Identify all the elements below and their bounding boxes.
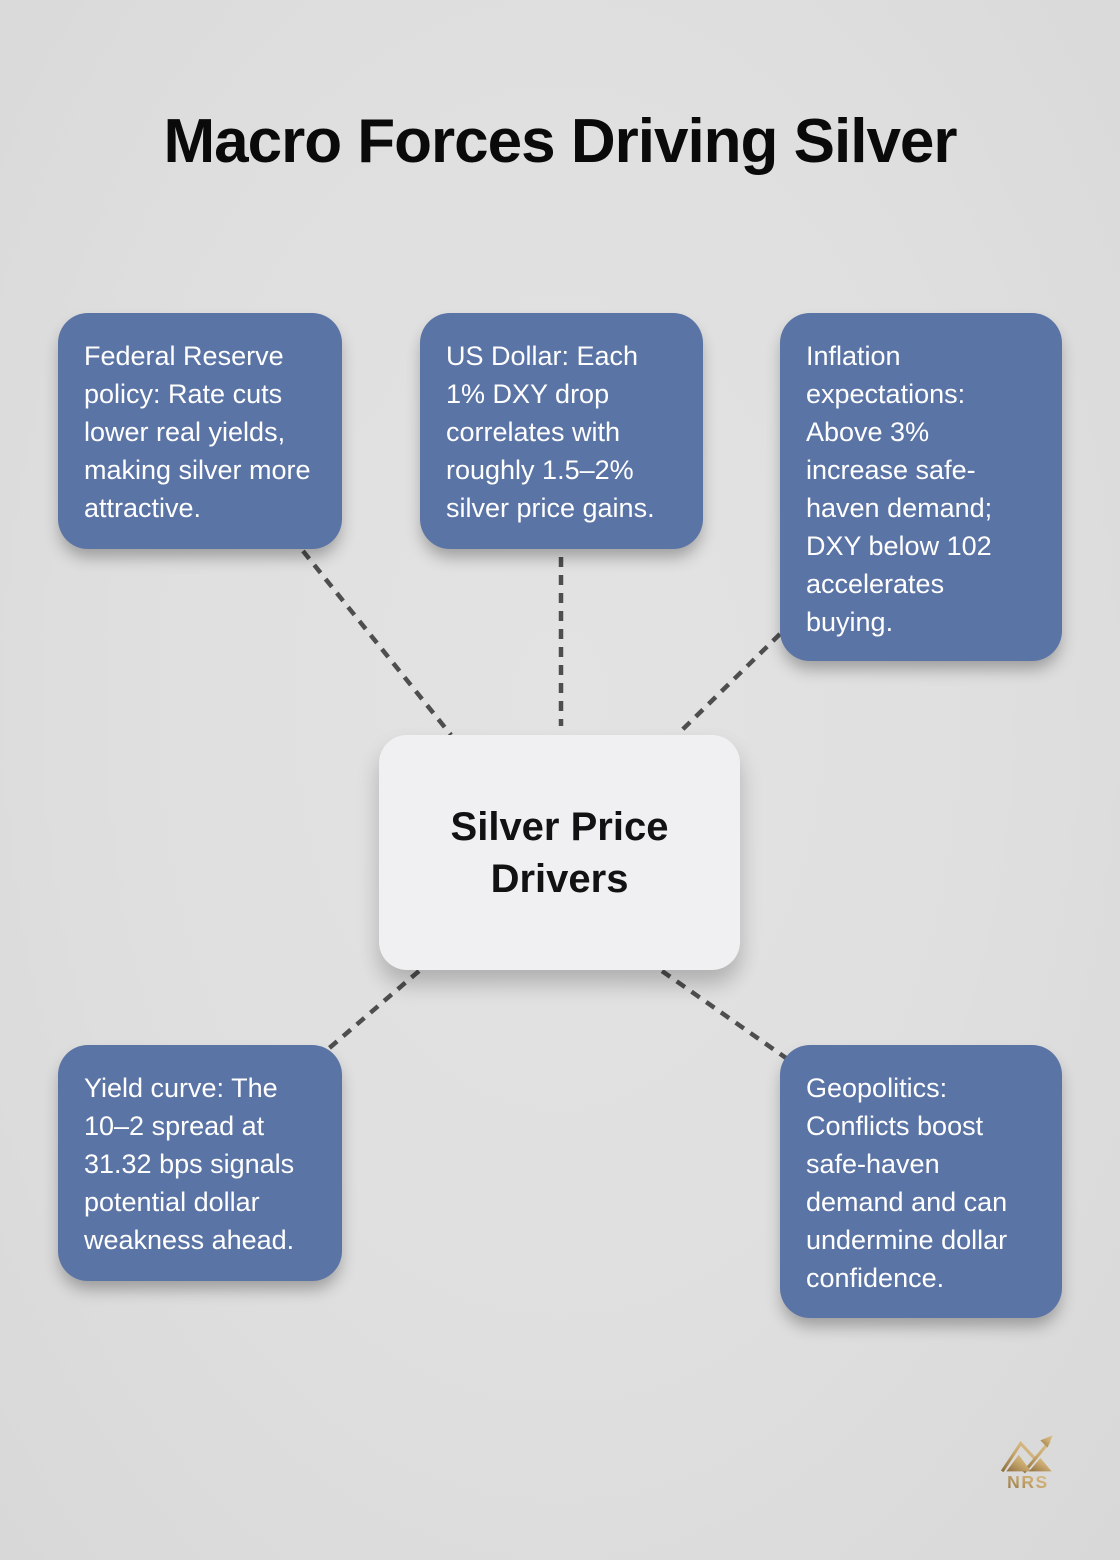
connector-geopolitics: [660, 969, 788, 1060]
nrs-logo-text: NRS: [1007, 1472, 1049, 1490]
connector-yield-curve: [325, 969, 421, 1052]
nrs-logo: NRS: [1000, 1435, 1053, 1490]
connector-inflation: [677, 632, 782, 735]
mountain-arrow-icon: [1000, 1435, 1053, 1474]
node-federal-reserve-text: Federal Reserve policy: Rate cuts lower …: [84, 341, 311, 523]
node-geopolitics-text: Geopolitics: Conflicts boost safe-haven …: [806, 1073, 1008, 1293]
center-node: Silver Price Drivers: [379, 735, 740, 970]
node-geopolitics: Geopolitics: Conflicts boost safe-haven …: [780, 1045, 1062, 1318]
node-us-dollar-text: US Dollar: Each 1% DXY drop correlates w…: [446, 341, 655, 523]
node-inflation-text: Inflation expectations: Above 3% increas…: [806, 341, 993, 637]
center-node-label: Silver Price Drivers: [450, 804, 669, 901]
node-us-dollar: US Dollar: Each 1% DXY drop correlates w…: [420, 313, 703, 549]
node-yield-curve-text: Yield curve: The 10–2 spread at 31.32 bp…: [84, 1073, 295, 1255]
connector-federal-reserve: [301, 549, 453, 737]
node-yield-curve: Yield curve: The 10–2 spread at 31.32 bp…: [58, 1045, 342, 1281]
page-title: Macro Forces Driving Silver: [163, 107, 957, 176]
node-inflation: Inflation expectations: Above 3% increas…: [780, 313, 1062, 661]
node-federal-reserve: Federal Reserve policy: Rate cuts lower …: [58, 313, 342, 549]
